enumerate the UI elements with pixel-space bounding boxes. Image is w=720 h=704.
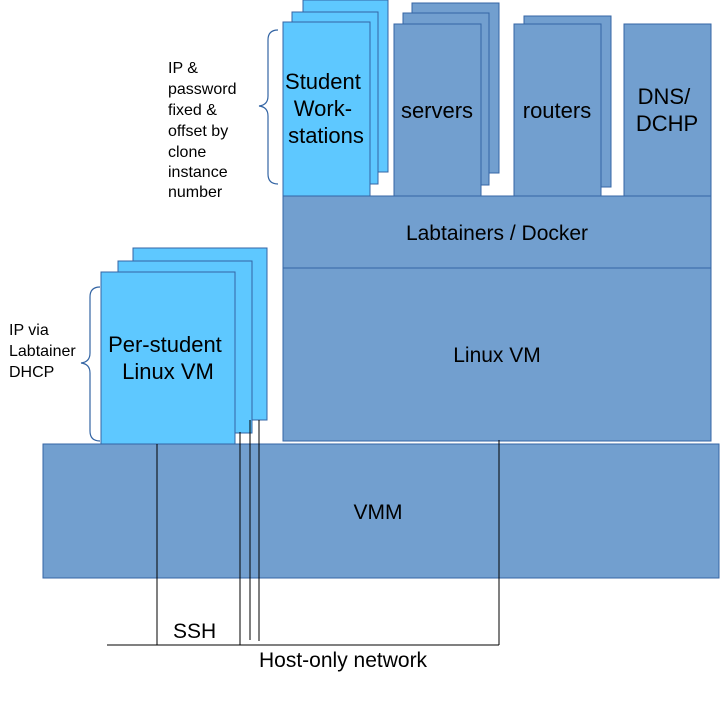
routers-stack xyxy=(513,15,612,197)
vmm-box xyxy=(42,443,720,579)
student-workstations-label: Student Work- stations xyxy=(285,69,367,148)
network-lines xyxy=(107,420,500,646)
servers-label: servers xyxy=(401,98,473,123)
workstation-brace xyxy=(258,29,279,185)
routers-box xyxy=(513,23,602,197)
per-student-vm-box xyxy=(100,271,236,445)
labtainers-docker-box xyxy=(282,195,712,269)
linux-vm-label: Linux VM xyxy=(453,344,541,367)
vmm-label: VMM xyxy=(354,501,403,524)
host-only-network-label: Host-only network xyxy=(259,649,428,672)
workstation-ip-note: IP & password fixed & offset by clone in… xyxy=(168,60,241,201)
dns-dhcp-label: DNS/ DCHP xyxy=(636,84,698,136)
linux-vm-box xyxy=(282,267,712,442)
per-student-vm-label: Per-student Linux VM xyxy=(108,332,228,384)
per-student-ip-note: IP via Labtainer DHCP xyxy=(9,322,80,381)
servers-box xyxy=(393,23,482,197)
dns-dhcp-box xyxy=(623,23,712,197)
ssh-label: SSH xyxy=(173,620,216,643)
per-student-brace xyxy=(80,286,101,442)
routers-label: routers xyxy=(523,98,591,123)
per-student-vm-stack xyxy=(100,247,268,445)
labtainers-docker-label: Labtainers / Docker xyxy=(406,222,588,245)
servers-stack xyxy=(393,2,500,197)
